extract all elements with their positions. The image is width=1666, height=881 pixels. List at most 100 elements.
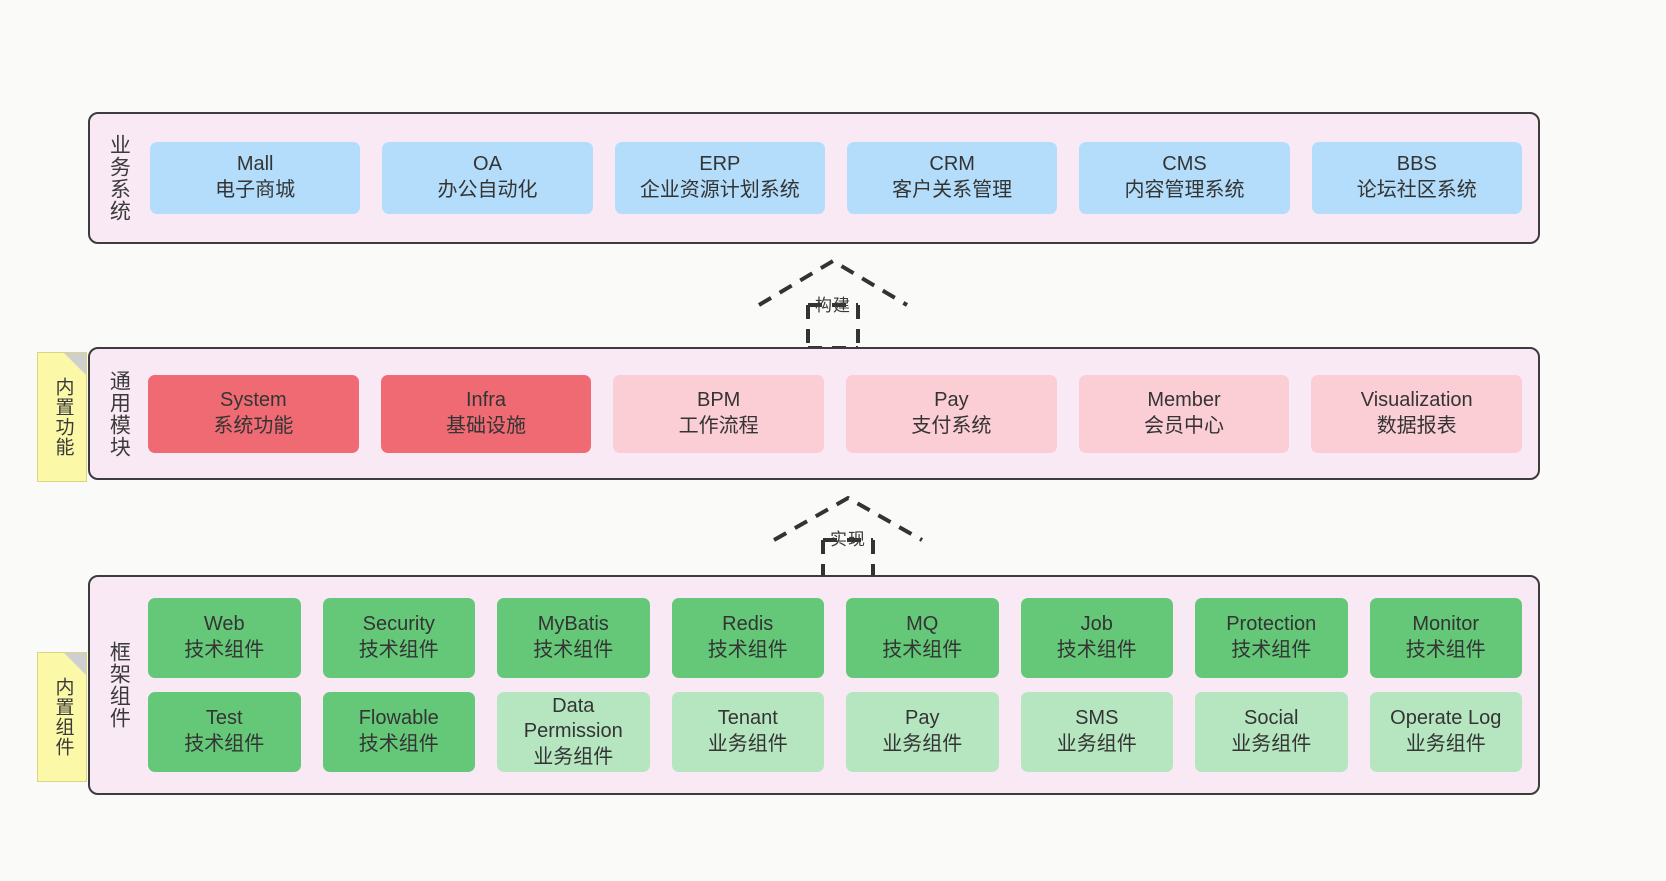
component-card-monitor[interactable]: Monitor 技术组件 xyxy=(1369,598,1522,678)
note-builtin-component: 内置组件 xyxy=(37,652,87,782)
card-subtitle: 技术组件 xyxy=(882,639,963,661)
card-title: Test xyxy=(205,707,243,730)
layer-body-business: Mall 电子商城 OA 办公自动化 ERP 企业资源计划系统 CRM 客户关系… xyxy=(138,114,1538,242)
card-subtitle: 内容管理系统 xyxy=(1124,179,1245,201)
card-subtitle: 办公自动化 xyxy=(437,179,538,201)
card-title: ERP xyxy=(699,153,741,176)
component-card-data-permission[interactable]: Data Permission 业务组件 xyxy=(497,692,650,772)
card-subtitle: 技术组件 xyxy=(1231,639,1312,661)
card-title: Visualization xyxy=(1360,388,1473,411)
component-card-flowable[interactable]: Flowable 技术组件 xyxy=(322,692,475,772)
component-card-sms[interactable]: SMS 业务组件 xyxy=(1020,692,1173,772)
component-card-redis[interactable]: Redis 技术组件 xyxy=(671,598,824,678)
connector-build: 构建 xyxy=(753,255,913,350)
note-fold-icon xyxy=(64,653,86,675)
card-title: Monitor xyxy=(1412,613,1480,636)
card-title: Security xyxy=(362,613,435,636)
business-row: Mall 电子商城 OA 办公自动化 ERP 企业资源计划系统 CRM 客户关系… xyxy=(150,142,1522,214)
card-title: Pay xyxy=(934,388,969,411)
module-card-member[interactable]: Member 会员中心 xyxy=(1078,374,1290,453)
business-card-erp[interactable]: ERP 企业资源计划系统 xyxy=(614,142,825,214)
card-title: Pay xyxy=(905,707,940,730)
component-card-mq[interactable]: MQ 技术组件 xyxy=(846,598,999,678)
card-title: MyBatis xyxy=(537,613,609,636)
card-subtitle: 会员中心 xyxy=(1144,414,1225,437)
card-subtitle: 技术组件 xyxy=(184,733,265,755)
layer-body-common: System 系统功能 Infra 基础设施 BPM 工作流程 Pay 支付系统… xyxy=(138,349,1538,478)
card-subtitle: 业务组件 xyxy=(1056,733,1137,755)
card-title: Redis xyxy=(722,613,774,636)
card-title: MQ xyxy=(906,613,939,636)
card-subtitle: 技术组件 xyxy=(184,639,265,661)
module-card-bpm[interactable]: BPM 工作流程 xyxy=(613,374,825,453)
component-card-pay[interactable]: Pay 业务组件 xyxy=(846,692,999,772)
card-title: Infra xyxy=(465,388,507,411)
card-title: Flowable xyxy=(358,707,439,730)
module-card-system[interactable]: System 系统功能 xyxy=(148,374,359,453)
card-subtitle: 技术组件 xyxy=(358,639,439,661)
connector-implement-label: 实现 xyxy=(830,530,866,549)
card-title: CRM xyxy=(929,153,975,176)
card-subtitle: 支付系统 xyxy=(911,414,992,437)
module-card-infra[interactable]: Infra 基础设施 xyxy=(380,374,592,453)
note-label: 内置组件 xyxy=(52,677,74,757)
card-title: SMS xyxy=(1075,707,1119,730)
connector-implement: 实现 xyxy=(768,492,928,580)
card-subtitle: 电子商城 xyxy=(215,179,296,201)
component-card-web[interactable]: Web 技术组件 xyxy=(148,598,301,678)
business-card-cms[interactable]: CMS 内容管理系统 xyxy=(1079,142,1290,214)
layer-common-modules: 通用模块 System 系统功能 Infra 基础设施 BPM 工作流程 Pay… xyxy=(88,347,1540,480)
card-title: Job xyxy=(1080,613,1113,636)
card-subtitle: 客户关系管理 xyxy=(892,179,1013,201)
business-card-oa[interactable]: OA 办公自动化 xyxy=(382,142,593,214)
layer-title-business: 业务系统 xyxy=(107,134,131,222)
card-subtitle: 技术组件 xyxy=(533,639,614,661)
card-title: BBS xyxy=(1396,153,1437,176)
card-subtitle: 工作流程 xyxy=(678,414,759,437)
framework-row-tech: Web 技术组件 Security 技术组件 MyBatis 技术组件 Redi… xyxy=(148,598,1522,678)
component-card-test[interactable]: Test 技术组件 xyxy=(148,692,301,772)
business-card-crm[interactable]: CRM 客户关系管理 xyxy=(846,142,1058,214)
business-card-mall[interactable]: Mall 电子商城 xyxy=(150,142,361,214)
card-subtitle: 论坛社区系统 xyxy=(1356,179,1477,201)
card-subtitle: 技术组件 xyxy=(1056,639,1137,661)
card-subtitle: 业务组件 xyxy=(882,733,963,755)
layer-framework-components: 框架组件 Web 技术组件 Security 技术组件 MyBatis 技术组件… xyxy=(88,575,1540,795)
component-card-protection[interactable]: Protection 技术组件 xyxy=(1195,598,1348,678)
component-card-job[interactable]: Job 技术组件 xyxy=(1020,598,1173,678)
card-subtitle: 技术组件 xyxy=(1405,639,1486,661)
layer-title-framework: 框架组件 xyxy=(107,641,131,729)
card-title: Protection xyxy=(1226,613,1317,636)
note-label: 内置功能 xyxy=(52,377,74,457)
card-subtitle: 技术组件 xyxy=(707,639,788,661)
module-card-pay[interactable]: Pay 支付系统 xyxy=(846,374,1057,453)
card-subtitle: 企业资源计划系统 xyxy=(639,179,800,201)
card-title: Member xyxy=(1147,388,1221,411)
component-card-security[interactable]: Security 技术组件 xyxy=(322,598,475,678)
common-row: System 系统功能 Infra 基础设施 BPM 工作流程 Pay 支付系统… xyxy=(148,374,1523,453)
card-title: BPM xyxy=(697,388,741,411)
card-title: Data Permission xyxy=(523,694,623,743)
card-title: Social xyxy=(1244,707,1299,730)
component-card-social[interactable]: Social 业务组件 xyxy=(1195,692,1348,772)
card-subtitle: 业务组件 xyxy=(707,733,788,755)
layer-title-common: 通用模块 xyxy=(107,369,131,458)
component-card-operate-log[interactable]: Operate Log 业务组件 xyxy=(1369,692,1522,772)
card-title: Web xyxy=(203,613,245,636)
card-title: Tenant xyxy=(717,707,778,730)
card-subtitle: 业务组件 xyxy=(1231,733,1312,755)
component-card-tenant[interactable]: Tenant 业务组件 xyxy=(671,692,824,772)
card-subtitle: 数据报表 xyxy=(1376,414,1457,437)
layer-body-framework: Web 技术组件 Security 技术组件 MyBatis 技术组件 Redi… xyxy=(138,577,1538,793)
card-title: OA xyxy=(473,153,502,176)
card-subtitle: 技术组件 xyxy=(358,733,439,755)
card-subtitle: 业务组件 xyxy=(1405,733,1486,755)
card-subtitle: 系统功能 xyxy=(213,414,294,437)
component-card-mybatis[interactable]: MyBatis 技术组件 xyxy=(497,598,650,678)
card-subtitle: 基础设施 xyxy=(446,414,526,437)
business-card-bbs[interactable]: BBS 论坛社区系统 xyxy=(1311,142,1522,214)
card-title: Mall xyxy=(236,153,274,176)
module-card-visualization[interactable]: Visualization 数据报表 xyxy=(1311,374,1523,453)
card-subtitle: 业务组件 xyxy=(533,745,614,768)
